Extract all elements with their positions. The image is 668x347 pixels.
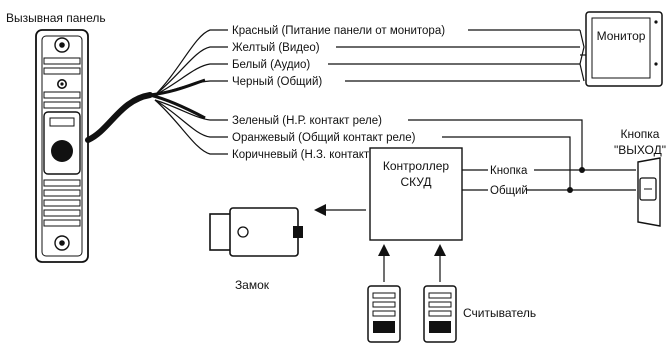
wire-label-black: Черный (Общий)	[232, 76, 322, 88]
access-controller: Контроллер СКУД	[369, 147, 463, 241]
call-panel-title: Вызывная панель	[6, 11, 106, 25]
arrows-readers-to-controller	[378, 244, 446, 282]
arrow-to-lock	[314, 204, 366, 216]
reader-led-icon	[429, 321, 451, 333]
port-label-common: Общий	[490, 185, 528, 197]
exit-button-label-line1: Кнопка	[621, 127, 660, 141]
monitor-label: Монитор	[597, 29, 646, 43]
controller-label-line2: СКУД	[400, 175, 431, 189]
junction-dot	[567, 187, 573, 193]
monitor-wires	[154, 29, 594, 96]
panel-grille-bottom	[43, 179, 81, 227]
junction-dot	[579, 167, 585, 173]
controller-label-line1: Контроллер	[383, 159, 450, 173]
door-lock: Замок	[209, 207, 303, 292]
wire-label-green: Зеленый (Н.Р. контакт реле)	[232, 115, 382, 127]
call-button-icon	[51, 140, 73, 162]
wire-label-white: Белый (Аудио)	[232, 59, 310, 71]
cable-bundle	[85, 78, 206, 143]
reader-label: Считыватель	[463, 306, 536, 320]
lock-screw-icon	[237, 226, 249, 238]
panel-grille-top	[43, 57, 81, 109]
lock-label: Замок	[235, 278, 270, 292]
wire-label-brown: Коричневый (Н.З. контакт реле)	[232, 149, 402, 161]
reader-led-icon	[373, 321, 395, 333]
reader-2	[423, 285, 457, 343]
wire-label-orange: Оранжевый (Общий контакт реле)	[232, 132, 416, 144]
wire-label-yellow: Желтый (Видео)	[232, 42, 320, 54]
port-label-button: Кнопка	[490, 165, 528, 177]
exit-button-wires	[462, 167, 636, 193]
monitor: Монитор	[585, 11, 663, 87]
call-panel: Вызывная панель	[6, 11, 106, 263]
name-plate	[49, 117, 75, 127]
wire-label-red: Красный (Питание панели от монитора)	[232, 25, 445, 37]
exit-button-label-line2: "ВЫХОД"	[614, 143, 666, 157]
exit-button: Кнопка "ВЫХОД"	[614, 127, 666, 227]
reader-1	[367, 285, 401, 343]
relay-wires	[154, 99, 583, 190]
